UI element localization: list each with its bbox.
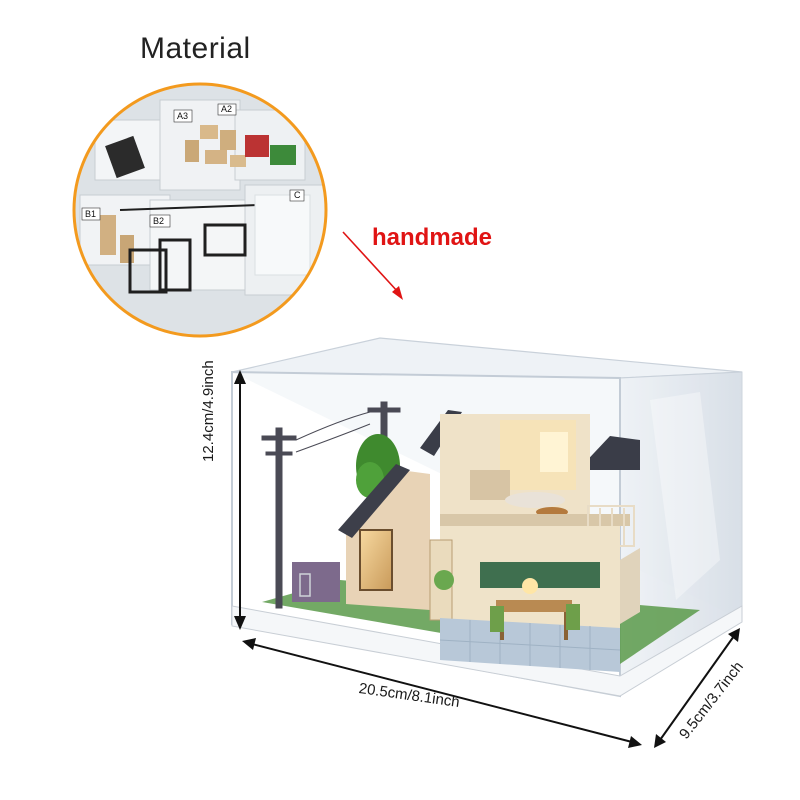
main-house — [420, 410, 640, 672]
bag-label-a2: A2 — [221, 104, 232, 114]
depth-dimension-arrow-icon — [654, 628, 740, 748]
utility-poles — [261, 401, 401, 609]
front-gate — [292, 562, 340, 602]
height-dimension-label: 12.4cm/4.9inch — [200, 360, 217, 462]
material-title: Material — [140, 32, 251, 65]
left-house — [338, 464, 430, 610]
height-dimension-arrow-icon — [234, 370, 246, 630]
bag-label-a3: A3 — [177, 111, 188, 121]
bag-label-b2: B2 — [153, 216, 164, 226]
bag-label-b1: B1 — [85, 209, 96, 219]
material-photo: A3 A2 B1 B2 C — [72, 82, 328, 338]
handmade-label: handmade — [372, 224, 493, 251]
bag-label-c: C — [294, 190, 301, 200]
display-case — [231, 337, 743, 698]
handmade-arrow-icon — [342, 231, 403, 300]
width-dimension-arrow-icon — [242, 638, 642, 748]
